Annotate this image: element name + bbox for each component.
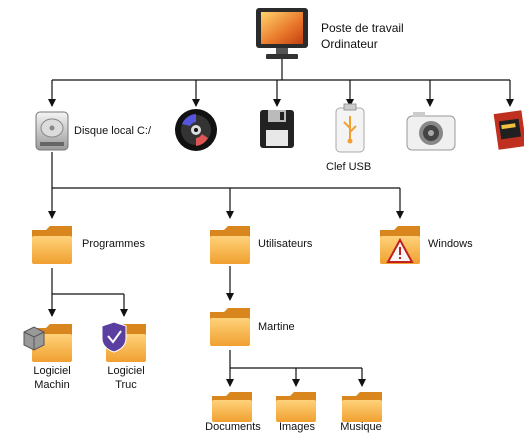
shield-icon: [101, 321, 127, 353]
folder-documents-label: Documents: [205, 421, 261, 433]
folder-documents-icon[interactable]: [212, 392, 252, 422]
folder-images-label: Images: [278, 421, 316, 433]
folder-logiciel-machin-line1: Logiciel: [33, 365, 71, 377]
folder-logiciel-truc-line1: Logiciel: [107, 365, 145, 377]
folder-logiciel-truc-label: Logiciel Truc: [96, 364, 156, 392]
folder-logiciel-machin-label: Logiciel Machin: [22, 364, 82, 392]
folder-logiciel-truc-line2: Truc: [115, 379, 137, 391]
folder-musique-label: Musique: [340, 421, 382, 433]
folder-musique-icon[interactable]: [342, 392, 382, 422]
memory-card-icon[interactable]: [493, 110, 524, 150]
root-label-line1: Poste de travail: [321, 21, 404, 35]
folder-programmes-icon[interactable]: [32, 226, 72, 264]
folder-utilisateurs-label: Utilisateurs: [258, 238, 313, 250]
camera-icon[interactable]: [406, 112, 456, 151]
root-label: Poste de travail Ordinateur: [321, 20, 404, 52]
drive-usb-label: Clef USB: [326, 161, 372, 173]
folder-windows-icon[interactable]: [380, 226, 420, 264]
cd-rom-icon[interactable]: [175, 109, 217, 151]
root-label-line2: Ordinateur: [321, 37, 378, 51]
connectors: [48, 58, 514, 387]
folder-images-icon[interactable]: [276, 392, 316, 422]
folder-logiciel-machin-icon[interactable]: [23, 324, 72, 362]
floppy-disk-icon[interactable]: [260, 110, 294, 148]
folder-windows-label: Windows: [428, 238, 473, 250]
folder-martine-label: Martine: [258, 321, 295, 333]
folder-programmes-label: Programmes: [82, 238, 145, 250]
box-icon: [23, 326, 45, 351]
folder-logiciel-machin-line2: Machin: [34, 379, 70, 391]
warning-icon: [386, 237, 414, 263]
hard-drive-icon[interactable]: [35, 111, 69, 151]
folder-martine-icon[interactable]: [210, 308, 250, 346]
monitor-icon[interactable]: [256, 8, 308, 59]
folder-utilisateurs-icon[interactable]: [210, 226, 250, 264]
drive-local-label: Disque local C:/: [74, 125, 152, 137]
usb-drive-icon[interactable]: [335, 103, 365, 153]
folder-logiciel-truc-icon[interactable]: [101, 321, 146, 362]
